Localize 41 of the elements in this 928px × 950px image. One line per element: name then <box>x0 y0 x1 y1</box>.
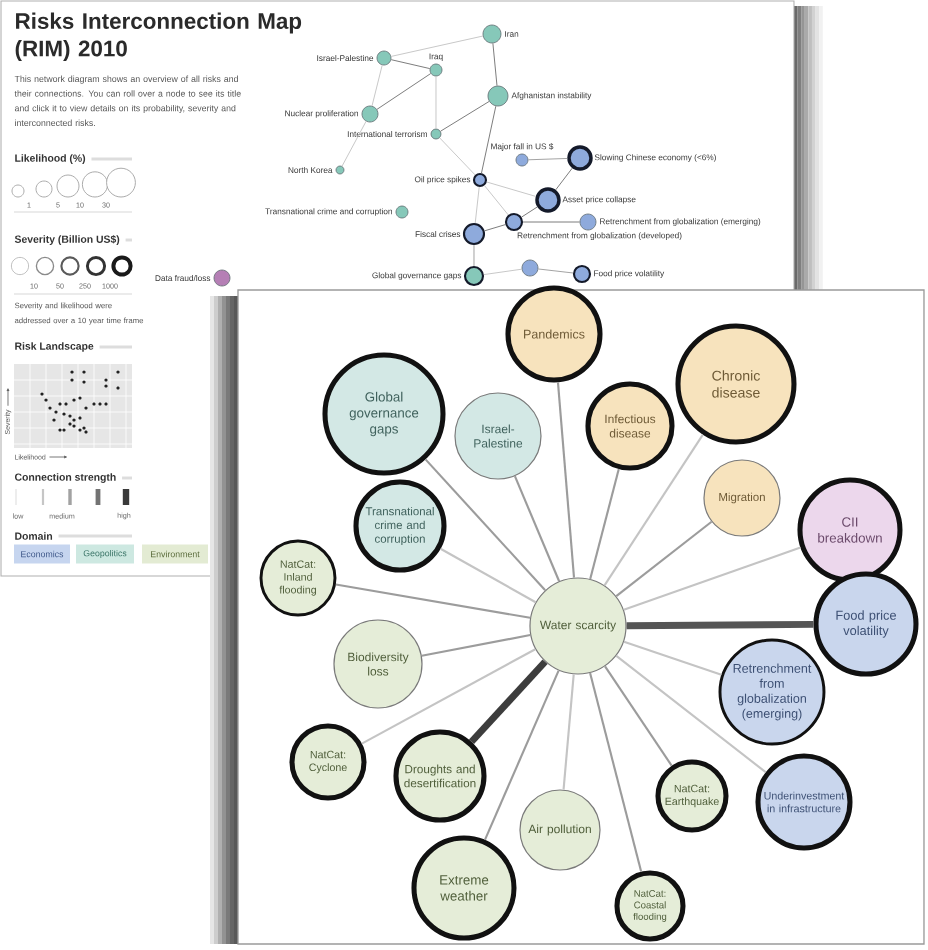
connection-line <box>335 583 531 619</box>
connection-line <box>589 468 620 580</box>
connection-line <box>483 670 560 841</box>
connection-line <box>371 64 383 107</box>
connection-line <box>486 181 537 197</box>
connection-line <box>440 547 537 604</box>
connection-line <box>555 167 573 191</box>
connection-line <box>623 546 801 611</box>
connection-line <box>481 105 497 174</box>
network-node <box>521 259 539 277</box>
connection-line <box>474 186 480 224</box>
connection-line <box>468 659 548 745</box>
connection-line <box>603 434 704 586</box>
connection-line <box>527 158 568 161</box>
connection-line <box>440 101 490 132</box>
connection-line <box>424 458 546 591</box>
connection-line <box>615 520 713 597</box>
connection-line <box>604 665 673 767</box>
connection-line <box>589 672 643 872</box>
connection-line <box>513 475 561 582</box>
connection-line <box>390 59 431 70</box>
connection-line <box>626 620 814 630</box>
connection-line <box>390 35 484 57</box>
connection-line <box>556 382 576 578</box>
connection-line <box>522 221 581 223</box>
connection-line <box>615 655 767 774</box>
connection-line <box>376 73 432 110</box>
connection-line <box>484 224 506 232</box>
title: Risks Interconnection Map (RIM) 2010 <box>15 12 302 61</box>
connection-line <box>562 674 575 790</box>
connection-line <box>439 137 476 176</box>
connection-line <box>537 268 574 274</box>
connection-line <box>361 648 536 745</box>
connection-line <box>521 206 538 218</box>
connection-line <box>483 268 523 276</box>
connection-line <box>483 185 509 216</box>
connection-line <box>492 42 498 87</box>
connection-line <box>421 634 531 657</box>
connection-line <box>623 640 722 676</box>
connection-line <box>473 244 475 267</box>
connection-line <box>341 120 367 167</box>
